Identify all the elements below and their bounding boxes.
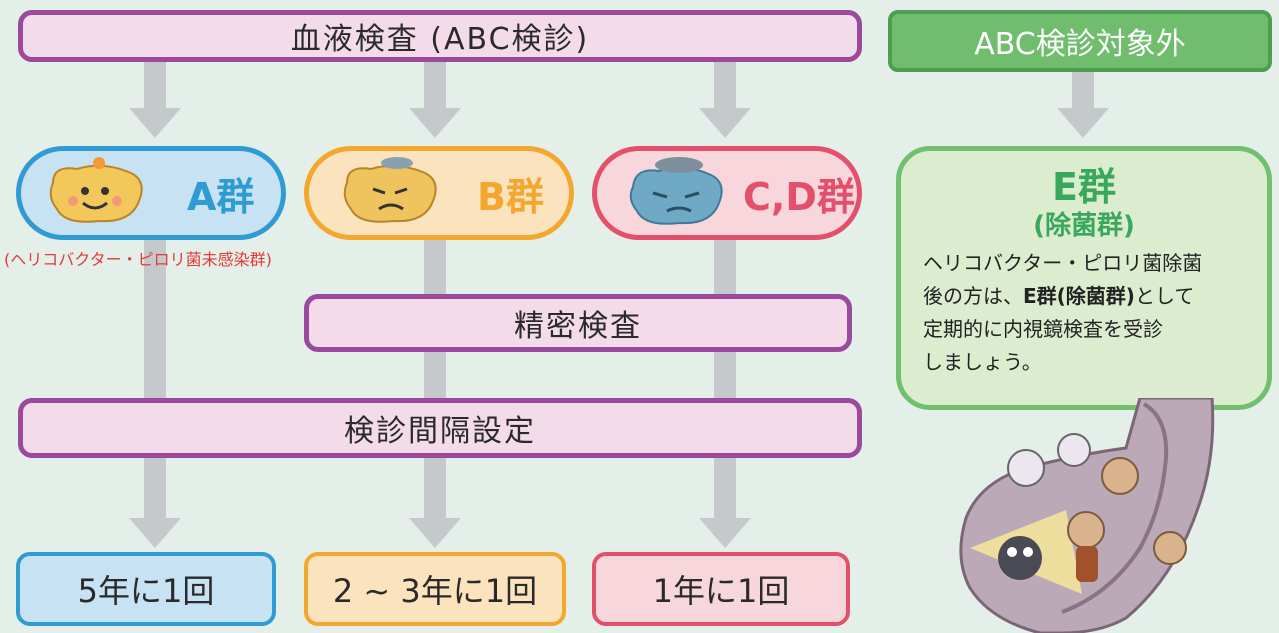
arrow-down-icon [699,108,751,138]
connector-b-top [424,58,446,110]
result-a-label: 5年に1回 [77,572,215,610]
connector-c-mid [714,238,736,528]
group-a-label: A群 [187,174,255,219]
precise-exam-bar: 精密検査 [304,294,852,352]
desc-line-2: 後の方は、E群(除菌群)として [923,280,1245,313]
desc-line-1: ヘリコバクター・ピロリ菌除菌 [923,251,1203,275]
happy-stomach-icon [49,157,143,223]
interval-setting-label: 検診間隔設定 [344,414,536,449]
group-e-title: E群 [1052,165,1116,209]
group-b-label: B群 [477,174,544,219]
group-e-description: ヘリコバクター・ピロリ菌除菌 後の方は、E群(除菌群)として 定期的に内視鏡検査… [923,247,1245,379]
interval-setting-bar: 検診間隔設定 [18,398,862,458]
desc-line-4: しましょう。 [923,350,1042,374]
arrow-down-icon [409,108,461,138]
sick-stomach-icon [629,157,723,225]
connector-c-top [714,58,736,110]
group-e-subtitle: (除菌群) [1033,211,1135,241]
result-b: 2 ~ 3年に1回 [304,552,566,626]
connector-e [1072,70,1094,110]
group-e-box: E群 (除菌群) ヘリコバクター・ピロリ菌除菌 後の方は、E群(除菌群)として … [896,146,1272,410]
result-cd: 1年に1回 [592,552,850,626]
worried-stomach-icon [343,157,437,223]
desc-line-2-bold: E群(除菌群) [1023,284,1135,308]
desc-line-2-b: として [1134,284,1195,308]
abc-excluded-label: ABC検診対象外 [974,27,1186,62]
result-a: 5年に1回 [16,552,276,626]
result-b-label: 2 ~ 3年に1回 [332,572,538,610]
result-cd-label: 1年に1回 [652,572,790,610]
connector-b-mid [424,238,446,528]
precise-exam-label: 精密検査 [514,309,642,344]
arrow-down-icon [409,518,461,548]
group-a: A群 [16,146,286,240]
arrow-down-icon [129,518,181,548]
group-a-note: (ヘリコバクター・ピロリ菌未感染群) [4,250,272,269]
connector-a-top [144,58,166,110]
arrow-down-icon [129,108,181,138]
group-cd-label: C,D群 [743,174,855,219]
desc-line-3: 定期的に内視鏡検査を受診 [923,317,1163,341]
connector-a-mid [144,238,166,528]
group-b: B群 [304,146,574,240]
blood-test-label: 血液検査 (ABC検診) [290,22,590,57]
blood-test-bar: 血液検査 (ABC検診) [18,10,862,62]
abc-excluded-tab: ABC検診対象外 [888,10,1272,72]
endoscope-illustration [959,398,1215,633]
desc-line-2-a: 後の方は、 [923,284,1023,308]
arrow-down-icon [1057,108,1109,138]
group-cd: C,D群 [592,146,862,240]
arrow-down-icon [699,518,751,548]
